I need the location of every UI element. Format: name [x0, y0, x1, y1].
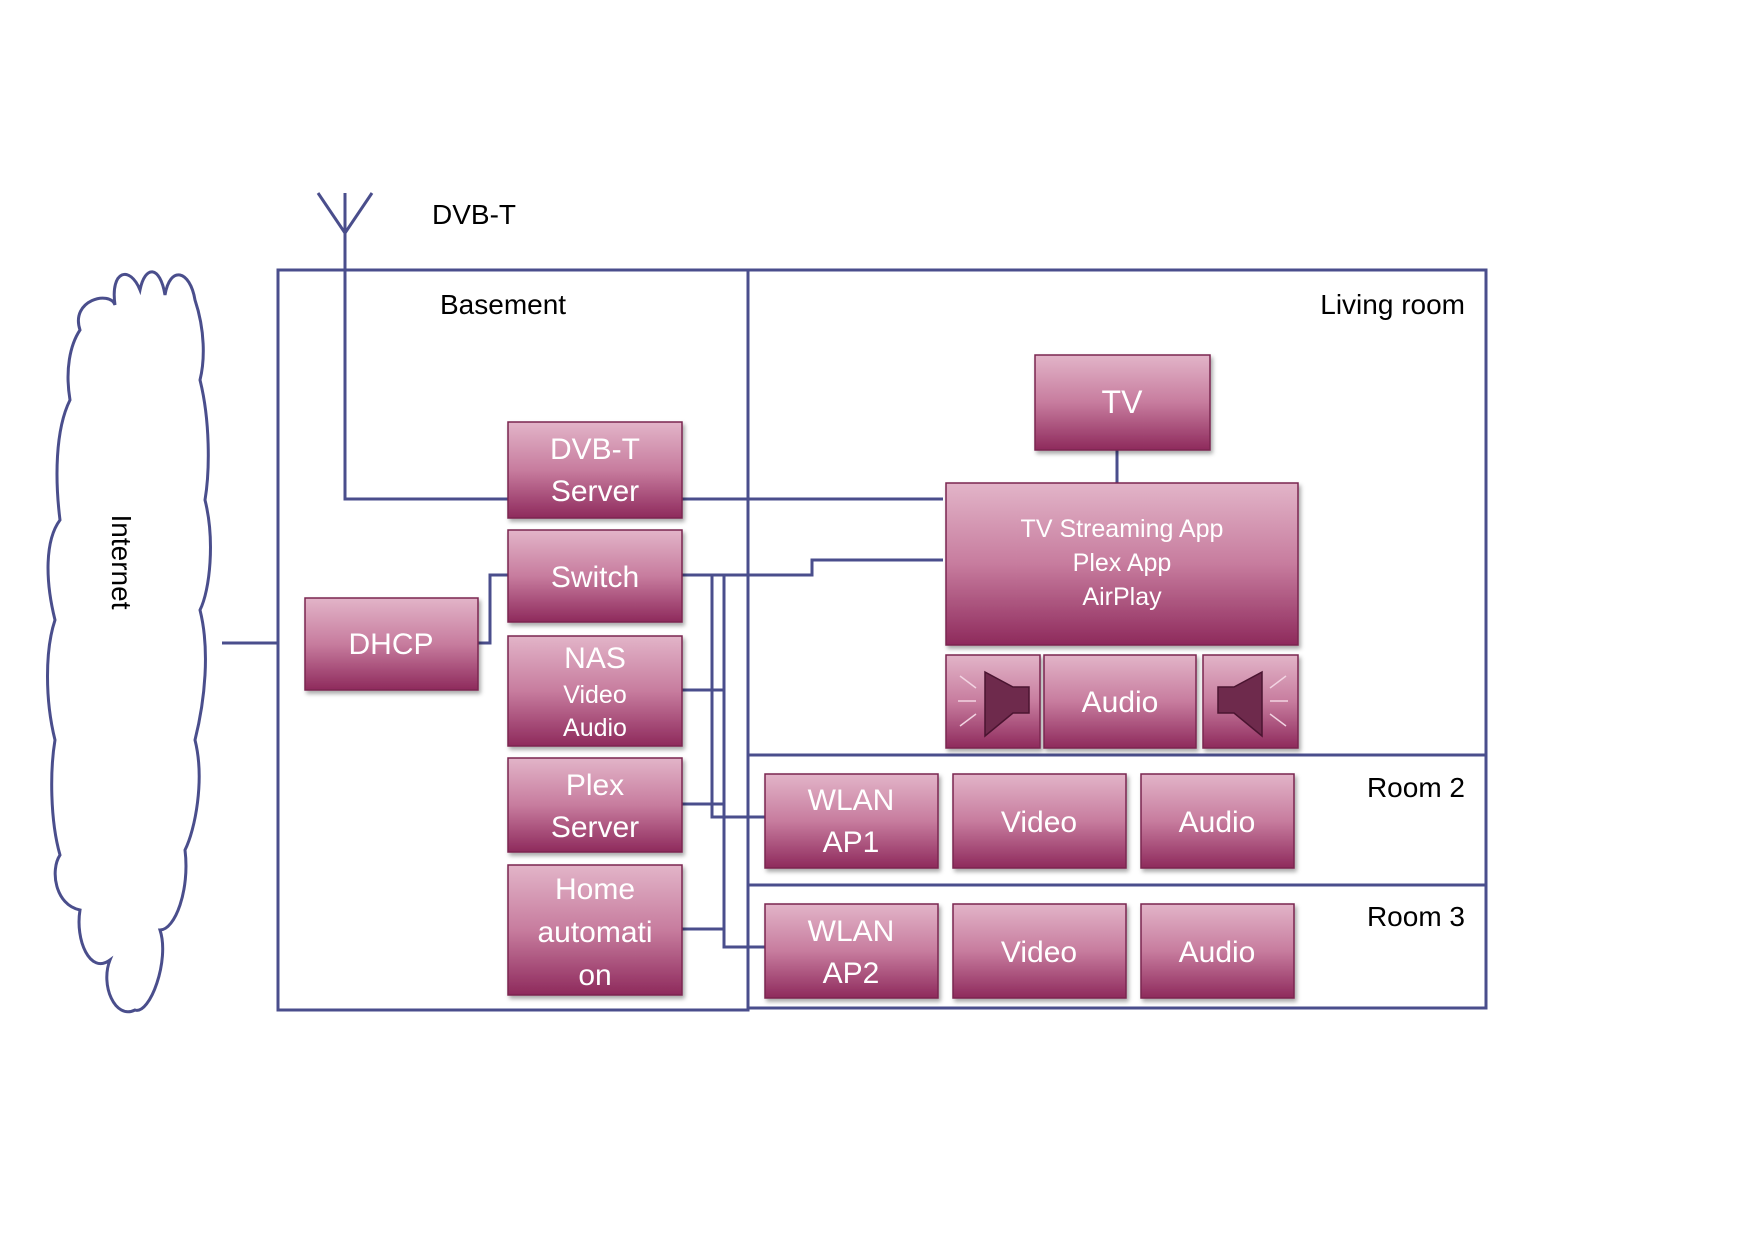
antenna-icon — [316, 192, 374, 270]
connections — [222, 270, 1119, 949]
nas-line2: Video — [563, 681, 627, 709]
plex-server-line1: Plex — [566, 769, 624, 802]
room3-video-label: Video — [1001, 936, 1077, 969]
living-audio-box: Audio — [1043, 654, 1197, 749]
wlan-ap1-line1: WLAN — [808, 784, 895, 817]
home-automation-line2: automati — [537, 916, 652, 949]
room3-audio-label: Audio — [1179, 936, 1256, 969]
room2-video-box: Video — [952, 773, 1127, 869]
switch-label: Switch — [551, 561, 639, 594]
room3-label: Room 3 — [1367, 901, 1465, 932]
tv-apps-line3: AirPlay — [1082, 583, 1162, 611]
cloud-icon — [46, 270, 212, 1014]
dvbt-server-line2: Server — [551, 475, 639, 508]
tv-apps-box: TV Streaming App Plex App AirPlay — [945, 482, 1299, 646]
switch-box: Switch — [507, 529, 683, 623]
nas-line1: NAS — [564, 642, 626, 675]
tv-label: TV — [1102, 384, 1144, 420]
wlan-ap2-box: WLAN AP2 — [764, 903, 939, 999]
room2-video-label: Video — [1001, 806, 1077, 839]
nas-box: NAS Video Audio — [507, 635, 683, 747]
room2-audio-label: Audio — [1179, 806, 1256, 839]
tv-apps-line2: Plex App — [1073, 549, 1172, 577]
antenna-label: DVB-T — [432, 199, 516, 230]
wlan-ap1-line2: AP1 — [823, 826, 880, 859]
wlan-ap2-line2: AP2 — [823, 957, 880, 990]
wlan-ap2-line1: WLAN — [808, 915, 895, 948]
home-automation-line3: on — [578, 959, 611, 992]
room3-audio-box: Audio — [1140, 903, 1295, 999]
plex-server-box: Plex Server — [507, 757, 683, 853]
room2-label: Room 2 — [1367, 772, 1465, 803]
dhcp-box: DHCP — [304, 597, 479, 691]
living-audio-label: Audio — [1082, 686, 1159, 719]
wlan-ap1-box: WLAN AP1 — [764, 773, 939, 869]
nas-line3: Audio — [563, 714, 627, 742]
room2-audio-box: Audio — [1140, 773, 1295, 869]
dvbt-server-line1: DVB-T — [550, 433, 640, 466]
speaker-left-icon — [945, 654, 1041, 749]
living-room-label: Living room — [1320, 289, 1465, 320]
home-automation-line1: Home — [555, 873, 635, 906]
basement-label: Basement — [440, 289, 566, 320]
home-automation-box: Home automati on — [507, 864, 683, 996]
speaker-right-icon — [1202, 654, 1299, 749]
room3-video-box: Video — [952, 903, 1127, 999]
cloud-label: Internet — [106, 515, 137, 610]
tv-apps-line1: TV Streaming App — [1021, 515, 1224, 543]
tv-box: TV — [1034, 354, 1211, 451]
dhcp-label: DHCP — [348, 628, 433, 661]
plex-server-line2: Server — [551, 811, 639, 844]
dvbt-server-box: DVB-T Server — [507, 421, 683, 519]
